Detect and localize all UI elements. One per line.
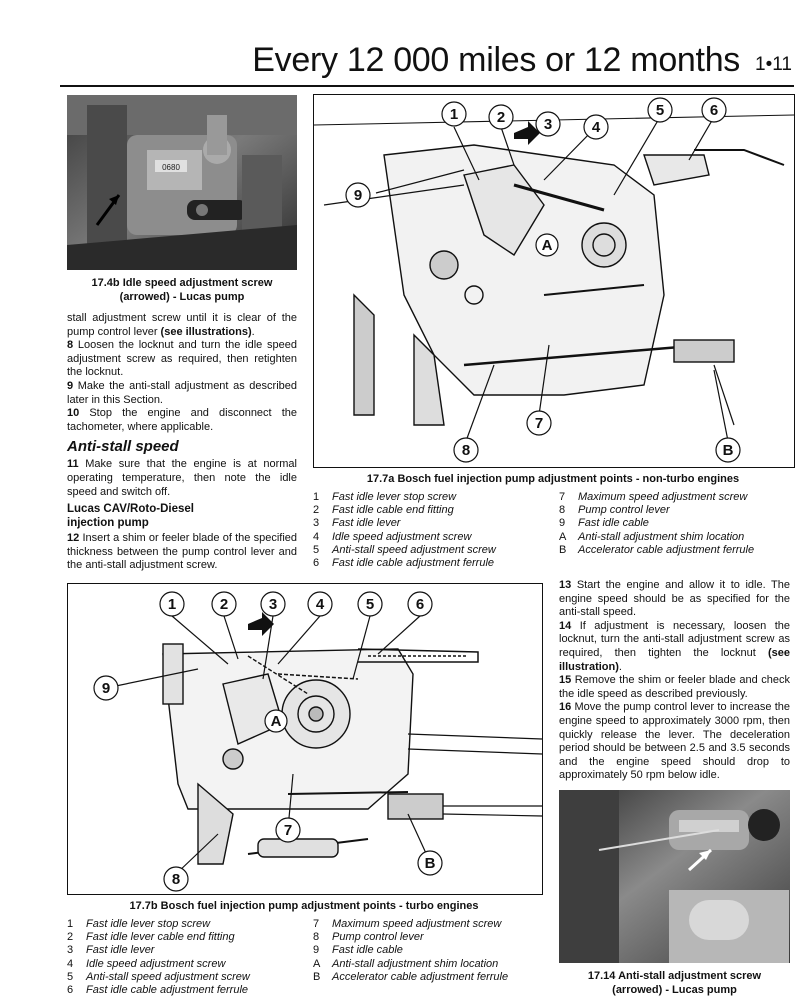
callout-a-1: 1 [450,106,458,123]
diagram-bosch-turbo-drawing [162,612,542,865]
section-heading-anti-stall: Anti-stall speed [67,438,179,456]
callout-b-7: 7 [284,822,292,839]
diagram-a-callouts: 1 2 3 4 5 6 9 A 8 7 B [314,95,794,467]
page-header-title: Every 12 000 miles or 12 months [252,41,740,79]
callout-b-8: 8 [172,871,180,888]
callout-a-6: 6 [710,102,718,119]
callout-a-8: 8 [462,442,470,459]
diagram-bosch-non-turbo-drawing [314,114,794,426]
photo-anti-stall-screw [559,790,790,963]
callout-a-9: 9 [354,187,362,204]
callout-b-6: 6 [416,596,424,613]
caption-17-7a: 17.7a Bosch fuel injection pump adjustme… [366,473,740,485]
callout-b-3: 3 [269,596,277,613]
page-number: 1•11 [755,54,792,75]
photo-idle-speed-screw: 0680 [67,95,297,270]
diagram-bosch-turbo: 1 2 3 4 5 6 9 A 7 8 B [67,583,543,895]
caption-17-14-line2: (arrowed) - Lucas pump [612,984,737,996]
paragraph-11: 11 Make sure that the engine is at norma… [67,458,297,498]
caption-17-7b: 17.7b Bosch fuel injection pump adjustme… [129,900,479,912]
callout-a-7: 7 [535,415,543,432]
caption-17-14-line1: 17.14 Anti-stall adjustment screw [587,970,762,982]
callout-a-A: A [542,237,553,254]
callout-a-4: 4 [592,119,601,136]
callout-a-B: B [723,442,734,459]
callout-a-3: 3 [544,116,552,133]
caption-17-4b-line2: (arrowed) - Lucas pump [119,291,245,303]
callout-b-1: 1 [168,596,176,613]
diagram-b-callouts: 1 2 3 4 5 6 9 A 7 8 B [68,584,542,894]
callout-b-2: 2 [220,596,228,613]
header-rule [60,85,794,87]
paragraph-9: 9 Make the anti-stall adjustment as desc… [67,379,297,406]
paragraph-8: 8 Loosen the locknut and turn the idle s… [67,339,297,379]
photo-idle-speed-screw-image: 0680 [67,95,297,270]
callout-b-A: A [271,713,282,730]
callout-b-5: 5 [366,596,374,613]
caption-17-4b: 17.4b Idle speed adjustment screw (arrow… [67,276,297,304]
callout-b-B: B [425,855,436,872]
diagram-a-callout-svg: 1 2 3 4 5 6 9 A 8 7 B [345,97,741,463]
callout-a-2: 2 [497,109,505,126]
paragraph-16: 16 Move the pump control lever to increa… [559,701,790,782]
left-column-text: stall adjustment screw until it is clear… [67,312,297,573]
right-column-text: 13 Start the engine and allow it to idle… [559,579,790,783]
diagram-b-callout-svg: 1 2 3 4 5 6 9 A 7 8 B [93,591,443,892]
paragraph-12: 12 Insert a shim or feeler blade of the … [67,532,297,572]
paragraph-7-continued: stall adjustment screw until it is clear… [67,312,297,338]
paragraph-10: 10 Stop the engine and disconnect the ta… [67,407,297,433]
callout-b-9: 9 [102,680,110,697]
paragraph-13: 13 Start the engine and allow it to idle… [559,579,790,619]
caption-17-14: 17.14 Anti-stall adjustment screw (arrow… [559,969,790,997]
caption-17-4b-line1: 17.4b Idle speed adjustment screw [91,277,273,289]
photo-stamp-text: 0680 [162,163,180,172]
photo-anti-stall-screw-image [559,790,790,963]
diagram-bosch-non-turbo: 1 2 3 4 5 6 9 A 8 7 B [313,94,795,468]
paragraph-14: 14 If adjustment is necessary, loosen th… [559,619,790,673]
callout-b-4: 4 [316,596,325,613]
callout-a-5: 5 [656,102,664,119]
paragraph-15: 15 Remove the shim or feeler blade and c… [559,674,790,700]
